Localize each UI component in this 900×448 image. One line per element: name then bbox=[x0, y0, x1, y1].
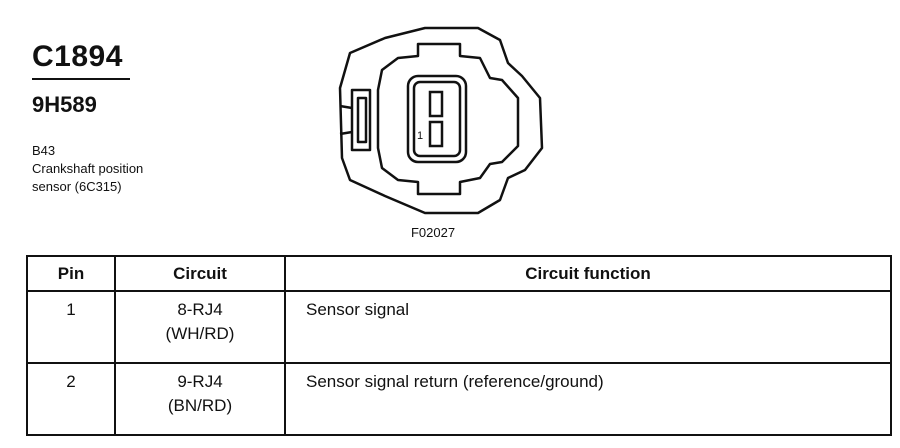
circuit-cell: 8-RJ4 (WH/RD) bbox=[114, 290, 286, 364]
circuit-cell: 9-RJ4 (BN/RD) bbox=[114, 362, 286, 436]
component-name-line-2: sensor (6C315) bbox=[32, 179, 122, 194]
connector-id: C1894 bbox=[32, 40, 123, 73]
header-circuit-function: Circuit function bbox=[284, 255, 892, 292]
circuit-function-cell: Sensor signal return (reference/ground) bbox=[284, 362, 892, 436]
component-code: B43 bbox=[32, 143, 56, 158]
connector-housing-outline bbox=[338, 26, 544, 215]
terminal-pin-1 bbox=[428, 120, 444, 148]
circuit-number: 9-RJ4 bbox=[177, 372, 223, 391]
pinout-table: Pin Circuit Circuit function 1 8-RJ4 (WH… bbox=[26, 255, 892, 436]
part-number: 9H589 bbox=[32, 92, 97, 117]
component-description: B43 Crankshaft position sensor (6C315) bbox=[32, 142, 143, 196]
pin-cell: 1 bbox=[26, 290, 116, 364]
circuit-color: (WH/RD) bbox=[165, 324, 235, 343]
pin-cell: 2 bbox=[26, 362, 116, 436]
header-circuit: Circuit bbox=[114, 255, 286, 292]
header-pin: Pin bbox=[26, 255, 116, 292]
table-row: 2 9-RJ4 (BN/RD) Sensor signal return (re… bbox=[26, 362, 892, 436]
component-name-line-1: Crankshaft position bbox=[32, 161, 144, 176]
circuit-function-cell: Sensor signal bbox=[284, 290, 892, 364]
connector-id-underline bbox=[32, 78, 130, 80]
circuit-number: 8-RJ4 bbox=[177, 300, 223, 319]
connector-face-diagram: 1 bbox=[338, 26, 544, 215]
connector-latch bbox=[350, 88, 372, 152]
terminal-pin-2 bbox=[428, 90, 444, 118]
connector-inner-shell bbox=[376, 42, 520, 196]
figure-code: F02027 bbox=[410, 225, 456, 240]
pin-1-label: 1 bbox=[417, 130, 423, 142]
table-header-row: Pin Circuit Circuit function bbox=[26, 255, 892, 292]
terminal-cavity-block bbox=[406, 74, 468, 164]
table-row: 1 8-RJ4 (WH/RD) Sensor signal bbox=[26, 290, 892, 364]
circuit-color: (BN/RD) bbox=[167, 396, 233, 415]
